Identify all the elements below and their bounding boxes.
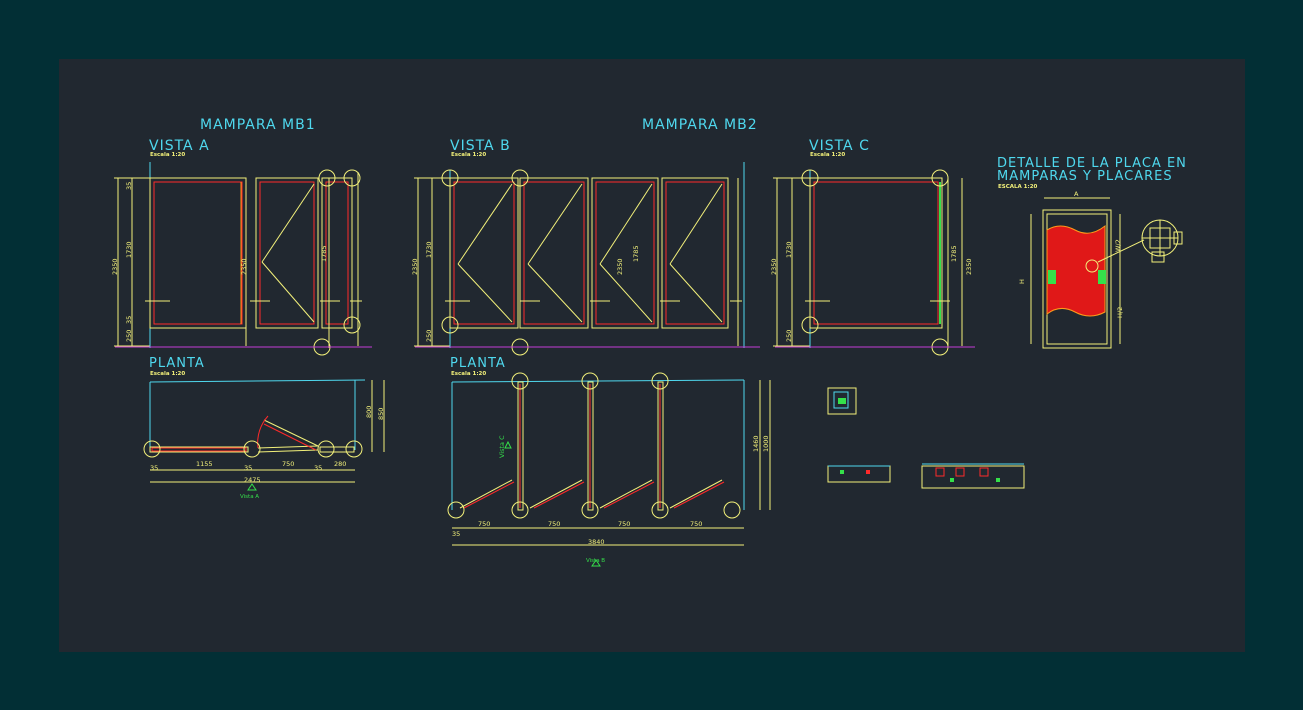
vista-c-elevation [773,169,975,356]
dim-b-mid-h: 2350 [616,258,624,275]
dim-p2-1000: 1000 [762,435,770,452]
label-vista-b: Vista B [586,558,606,564]
dim-c-right-total: 2350 [965,258,973,275]
dim-a-right-h: 1785 [320,245,328,262]
dim-p1-750: 750 [282,460,295,468]
drawing-sheet [59,59,1245,652]
dim-det-h: H [1018,279,1026,284]
scale-vista-b: Escala 1:20 [451,152,487,158]
dim-det-w2: W/2 [1114,239,1122,252]
scale-vista-c: Escala 1:20 [810,152,846,158]
planta-2-plan [447,372,771,567]
dim-b-bot-250: 250 [425,329,433,342]
dim-p1-2475: 2475 [244,476,261,484]
dim-p2-750d: 750 [690,520,703,528]
scale-planta-2: Escala 1:20 [451,371,487,377]
title-vista-a: VISTA A [149,138,210,154]
dim-p2-35: 35 [452,530,461,538]
title-planta-2: PLANTA [450,356,506,371]
dim-det-h2: H/2 [1116,306,1124,318]
title-vista-b: VISTA B [450,138,511,154]
dim-a-mid-h: 2350 [240,258,248,275]
dim-c-right-h: 1785 [950,245,958,262]
dim-a-bot-250: 250 [125,329,133,342]
dim-b-door-h: 1730 [425,241,433,258]
dim-p2-750a: 750 [478,520,491,528]
dim-p2-3840: 3840 [588,538,605,546]
dim-b-right-h: 1785 [632,245,640,262]
vista-a-elevation [114,162,372,356]
detalle-placa [1030,197,1183,349]
title-mampara-mb2: MAMPARA MB2 [642,117,758,133]
dim-p1-35a: 35 [150,464,159,472]
dim-p1-850: 850 [377,407,385,420]
title-mampara-mb1: MAMPARA MB1 [200,117,316,133]
dim-a-bot-35: 35 [125,315,133,324]
dim-b-total-h: 2350 [411,258,419,275]
dim-c-total-h: 2350 [770,258,778,275]
small-details [827,387,1025,489]
scale-vista-a: Escala 1:20 [150,152,186,158]
dim-c-bot-250: 250 [785,329,793,342]
dim-a-door-h: 1730 [125,241,133,258]
label-vista-c: Vista C [498,435,506,458]
dim-p1-280: 280 [334,460,347,468]
scale-planta-1: Escala 1:20 [150,371,186,377]
planta-1-plan [143,379,385,491]
title-detalle-line2: MAMPARAS Y PLACARES [997,169,1173,184]
dim-p2-750b: 750 [548,520,561,528]
dim-p1-1155: 1155 [196,460,213,468]
dim-c-door-h: 1730 [785,241,793,258]
dim-p2-750c: 750 [618,520,631,528]
scale-detalle: ESCALA 1:20 [998,184,1038,190]
dim-a-total-h: 2350 [111,258,119,275]
dim-det-a: A [1074,190,1079,198]
dim-p1-800: 800 [365,405,373,418]
title-planta-1: PLANTA [149,356,205,371]
vista-b-elevation [414,162,760,356]
label-vista-a: Vista A [240,494,260,500]
title-vista-c: VISTA C [809,138,870,154]
dim-p1-35c: 35 [314,464,323,472]
title-detalle-line1: DETALLE DE LA PLACA EN [997,156,1187,171]
dim-a-top: 35 [125,181,133,190]
dim-p2-1460: 1460 [752,435,760,452]
dim-p1-35b: 35 [244,464,253,472]
